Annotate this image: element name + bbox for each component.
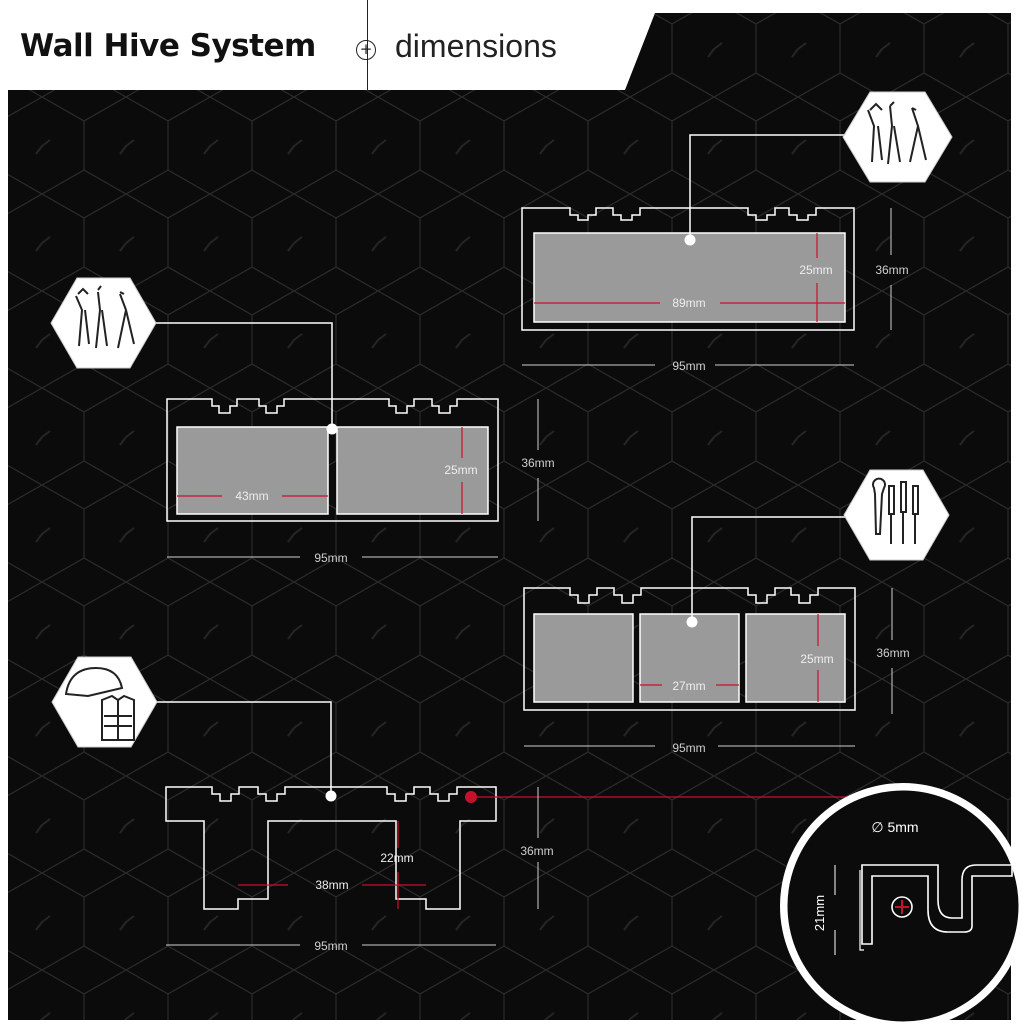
detail-height: 21mm [812,895,827,931]
module-triple-bin-1 [533,613,634,703]
module-double-inner-width: 43mm [235,489,268,503]
module-double-outer-height: 36mm [521,456,554,470]
module-hook-inner-width: 38mm [315,878,348,892]
module-double [166,398,499,522]
module-hook-outer-width: 95mm [314,939,347,953]
module-single-callout [689,134,850,240]
circle-plus-icon: + [356,40,376,60]
module-triple-outline [523,587,856,711]
module-single-bin [533,232,846,323]
module-triple-bin-2 [639,613,740,703]
module-hook-inner-height: 22mm [380,851,413,865]
module-triple-bin-3 [745,613,846,703]
detail-hole-diameter: ∅ 5mm [871,819,918,835]
module-hook [165,786,497,910]
mount-hole-marker [465,791,477,803]
module-single-inner-width: 89mm [672,296,705,310]
module-single-outer-width: 95mm [672,359,705,373]
module-double-outer-width: 95mm [314,551,347,565]
module-single-dims [534,233,845,322]
module-double-outline [166,398,499,522]
pliers-icon [842,91,953,183]
module-single [521,207,855,331]
screwdriver-set-icon [843,469,950,561]
module-double-bin-left [176,426,329,515]
module-double-inner-height: 25mm [444,463,477,477]
module-single-outline [521,207,855,331]
module-double-dims [177,427,463,514]
module-double-callout [150,322,333,429]
module-triple-inner-width: 27mm [672,679,705,693]
detail-profile [861,864,1013,945]
module-triple-inner-height: 25mm [800,652,833,666]
module-triple [523,587,856,711]
helmet-vest-icon [51,656,158,748]
module-triple-outer-height: 36mm [876,646,909,660]
module-triple-dims [640,614,819,702]
module-triple-outer-width: 95mm [672,741,705,755]
page-title: Wall Hive System [20,28,316,64]
module-double-bin-right [336,426,489,515]
module-triple-callout [691,516,850,622]
module-single-outer-height: 36mm [875,263,908,277]
module-hook-outline [165,786,497,910]
page-subtitle: dimensions [395,28,557,64]
pliers-icon [50,277,157,369]
module-single-inner-height: 25mm [799,263,832,277]
module-hook-outer-height: 36mm [520,844,553,858]
module-hook-callout [150,701,332,796]
